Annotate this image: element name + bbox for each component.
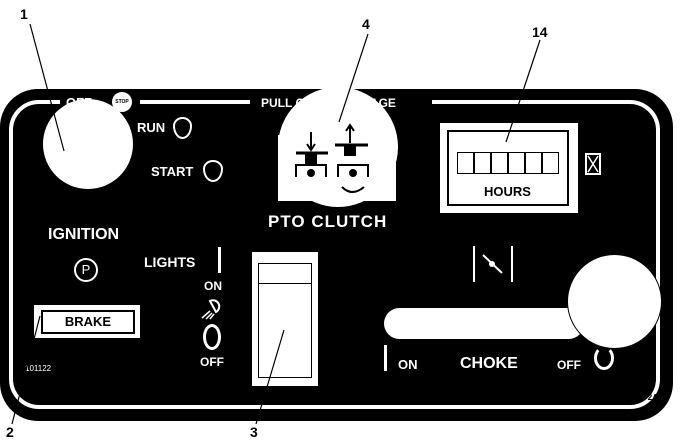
stop-icon: STOP [112, 92, 132, 112]
choke-on-label: ON [398, 357, 418, 372]
decal-part-number: 101122 [25, 364, 52, 373]
lights-off-label: OFF [200, 355, 224, 369]
run-icon [173, 117, 192, 139]
figure-id: 99072A [630, 393, 659, 402]
lights-rocker-switch[interactable] [252, 252, 318, 386]
off-circle-icon [203, 324, 221, 350]
callout-1: 1 [20, 6, 28, 22]
hour-meter-display [457, 152, 559, 174]
hour-meter: HOURS [440, 123, 578, 213]
callout-4: 4 [362, 16, 370, 32]
hours-label: HOURS [484, 184, 531, 199]
parking-brake-icon: P [74, 258, 98, 282]
choke-icon [473, 246, 513, 282]
choke-off-label: OFF [557, 358, 581, 372]
ignition-key-switch[interactable] [43, 99, 133, 189]
callout-3: 3 [250, 424, 258, 440]
ignition-run-label: RUN [137, 120, 166, 135]
lights-on-label: ON [204, 279, 222, 293]
headlight-icon [201, 299, 221, 320]
pto-clutch-knob[interactable] [278, 87, 398, 207]
lights-label: LIGHTS [144, 254, 196, 270]
callout-2: 2 [6, 424, 14, 440]
start-icon [203, 160, 223, 182]
ignition-label: IGNITION [48, 226, 120, 243]
choke-off-icon [594, 346, 614, 370]
brake-indicator: BRAKE [34, 305, 140, 338]
choke-knob[interactable] [567, 254, 662, 349]
pto-engage-icon [295, 123, 369, 193]
hourglass-icon [585, 153, 601, 175]
choke-slot [384, 308, 584, 339]
pto-label: PTO CLUTCH [268, 212, 388, 231]
brake-label: BRAKE [41, 310, 135, 334]
ignition-start-label: START [151, 164, 194, 179]
callout-14: 14 [532, 24, 548, 40]
choke-label: CHOKE [460, 355, 518, 372]
